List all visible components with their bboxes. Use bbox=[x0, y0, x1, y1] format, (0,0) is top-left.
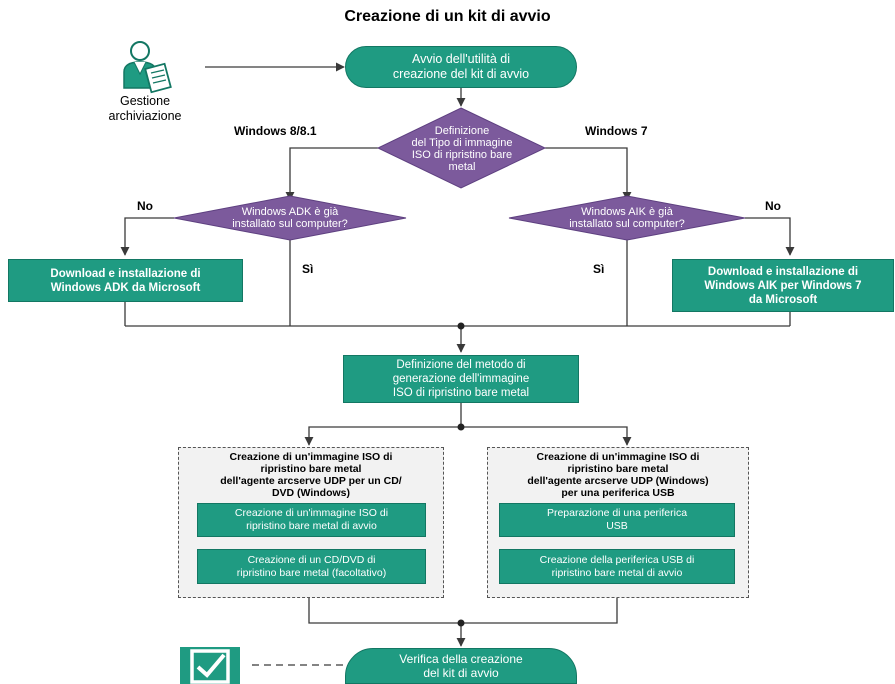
decision-type-line1: Definizione bbox=[434, 125, 490, 137]
decision-adk-text: Windows ADK è già installato sul compute… bbox=[186, 204, 394, 232]
start-line1: Avvio dell'utilità di bbox=[411, 52, 511, 66]
group-usb-step2-line2: ripristino bare metal di avvio bbox=[551, 566, 683, 579]
group-usb-step1-line1: Preparazione di una periferica bbox=[546, 507, 688, 519]
group-cd-step2: Creazione di un CD/DVD di ripristino bar… bbox=[197, 549, 426, 584]
actor-label: Gestione archiviazione bbox=[100, 94, 190, 124]
start-node: Avvio dell'utilità di creazione del kit … bbox=[345, 46, 577, 88]
branch-label-no-right: No bbox=[765, 199, 781, 213]
branch-label-win7: Windows 7 bbox=[585, 124, 648, 138]
connector-usb-merge bbox=[461, 598, 618, 624]
page-title: Creazione di un kit di avvio bbox=[344, 8, 551, 25]
method-line3: ISO di ripristino bare metal bbox=[392, 387, 530, 399]
group-cd-title: Creazione di un'immagine ISO di ripristi… bbox=[182, 451, 440, 499]
decision-type-line4: metal bbox=[448, 161, 476, 173]
group-cd-title3: dell'agente arcserve UDP per un CD/ bbox=[220, 475, 402, 487]
group-cd-step2-line1: Creazione di un CD/DVD di bbox=[247, 553, 376, 566]
start-line2: creazione del kit di avvio bbox=[392, 67, 530, 81]
actor-label-line1: Gestione bbox=[119, 94, 171, 108]
method-line1: Definizione del metodo di bbox=[396, 359, 526, 371]
group-cd-title2: ripristino bare metal bbox=[260, 463, 362, 475]
download-adk-line2: Windows ADK da Microsoft bbox=[50, 281, 201, 294]
group-usb-title1: Creazione di un'immagine ISO di bbox=[536, 451, 700, 463]
decision-type-line3: ISO di ripristino bare bbox=[411, 149, 513, 161]
decision-type-line2: del Tipo di immagine bbox=[411, 137, 513, 149]
download-adk-box: Download e installazione di Windows ADK … bbox=[8, 259, 243, 302]
method-box: Definizione del metodo di generazione de… bbox=[343, 355, 579, 403]
branch-label-si-left: Sì bbox=[302, 262, 314, 276]
connector-decision-win8 bbox=[285, 147, 378, 201]
decision-adk-line1: Windows ADK è già bbox=[241, 206, 339, 218]
download-adk-line1: Download e installazione di bbox=[50, 267, 201, 280]
branch-label-no-left: No bbox=[137, 199, 153, 213]
checkbox-check-icon bbox=[180, 647, 240, 684]
decision-aik-text: Windows AIK è già installato sul compute… bbox=[523, 204, 731, 232]
connector-decision-win7 bbox=[545, 147, 632, 201]
group-cd-step2-line2: ripristino bare metal (facoltativo) bbox=[236, 566, 387, 579]
user-with-document-icon bbox=[123, 41, 172, 94]
connector-split-left bbox=[304, 426, 461, 446]
merge-dot-3 bbox=[457, 619, 465, 627]
group-cd-title1: Creazione di un'immagine ISO di bbox=[229, 451, 393, 463]
verify-line2: del kit di avvio bbox=[423, 666, 499, 680]
download-aik-line3: da Microsoft bbox=[748, 293, 818, 306]
group-cd-step1-line1: Creazione di un'immagine ISO di bbox=[234, 507, 389, 519]
decision-type-diamond bbox=[376, 107, 547, 189]
download-aik-line2: Windows AIK per Windows 7 bbox=[704, 279, 862, 292]
merge-dot-1 bbox=[457, 322, 465, 330]
merge-dot-2 bbox=[457, 423, 465, 431]
connector-adk-no bbox=[120, 217, 174, 256]
download-aik-box: Download e installazione di Windows AIK … bbox=[672, 259, 894, 312]
download-aik-line1: Download e installazione di bbox=[707, 265, 859, 278]
connector-split-right bbox=[461, 426, 632, 446]
group-usb-step2-line1: Creazione della periferica USB di bbox=[539, 553, 695, 566]
group-cd-step1: Creazione di un'immagine ISO di ripristi… bbox=[197, 503, 426, 537]
decision-adk-line2: installato sul computer? bbox=[232, 218, 348, 230]
branch-label-si-right: Sì bbox=[593, 262, 605, 276]
decision-type-text: Definizione del Tipo di immagine ISO di … bbox=[380, 122, 544, 176]
connector-aik-no bbox=[745, 217, 795, 256]
verify-line1: Verifica della creazione bbox=[399, 652, 523, 666]
decision-adk-diamond bbox=[173, 195, 407, 241]
decision-aik-line1: Windows AIK è già bbox=[581, 206, 673, 218]
method-line2: generazione dell'immagine bbox=[392, 373, 530, 385]
verify-node: Verifica della creazione del kit di avvi… bbox=[345, 648, 577, 684]
group-usb-title3: dell'agente arcserve UDP (Windows) bbox=[527, 475, 709, 487]
group-usb-title2: ripristino bare metal bbox=[567, 463, 669, 475]
actor-label-line2: archiviazione bbox=[108, 109, 182, 123]
group-cd-title4: DVD (Windows) bbox=[271, 487, 351, 499]
decision-aik-line2: installato sul computer? bbox=[569, 218, 685, 230]
group-usb-step1-line2: USB bbox=[606, 520, 628, 532]
group-usb-step2: Creazione della periferica USB di ripris… bbox=[499, 549, 735, 584]
branch-label-win8: Windows 8/8.1 bbox=[234, 124, 317, 138]
group-usb-title4: per una periferica USB bbox=[561, 487, 675, 499]
group-usb-step1: Preparazione di una periferica USB bbox=[499, 503, 735, 537]
group-cd-step1-line2: ripristino bare metal di avvio bbox=[246, 520, 377, 532]
decision-aik-diamond bbox=[508, 195, 746, 241]
group-usb-title: Creazione di un'immagine ISO di ripristi… bbox=[491, 451, 745, 499]
connector-cd-merge bbox=[308, 598, 461, 624]
